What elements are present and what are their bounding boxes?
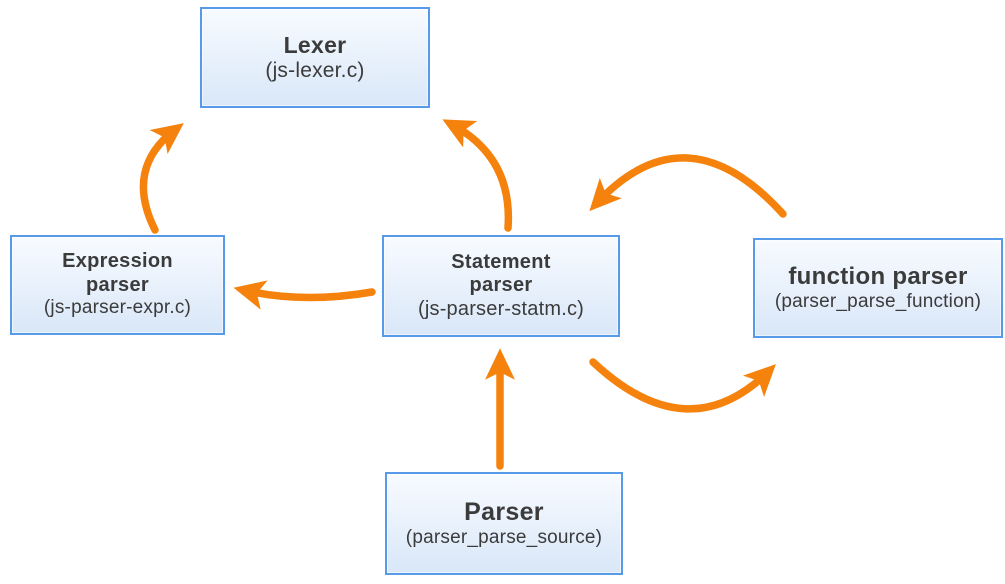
node-parser-title: Parser <box>464 497 544 526</box>
node-lexer-title: Lexer <box>283 31 347 58</box>
node-expression-parser-title: Expression parser <box>62 250 173 296</box>
node-lexer-subtitle: (js-lexer.c) <box>265 58 365 82</box>
arrow-statement-to-lexer <box>442 119 513 232</box>
node-parser-subtitle: (parser_parse_source) <box>405 527 603 549</box>
node-statement-parser-subtitle: (js-parser-statm.c) <box>417 297 585 320</box>
node-function-parser: function parser (parser_parse_function) <box>753 238 1003 338</box>
node-parser: Parser (parser_parse_source) <box>385 472 623 575</box>
node-statement-parser-title: Statement parser <box>451 250 551 297</box>
node-function-parser-title: function parser <box>788 262 968 290</box>
arrow-statement-to-function <box>589 358 776 413</box>
arrow-statement-to-expression <box>233 280 376 310</box>
node-function-parser-subtitle: (parser_parse_function) <box>774 290 982 312</box>
arrow-expression-to-lexer <box>139 123 184 234</box>
node-statement-parser: Statement parser (js-parser-statm.c) <box>382 235 620 337</box>
node-expression-parser-subtitle: (js-parser-expr.c) <box>43 297 192 319</box>
node-lexer: Lexer (js-lexer.c) <box>200 7 430 108</box>
arrow-function-to-statement <box>589 154 787 218</box>
node-expression-parser: Expression parser (js-parser-expr.c) <box>10 235 225 335</box>
